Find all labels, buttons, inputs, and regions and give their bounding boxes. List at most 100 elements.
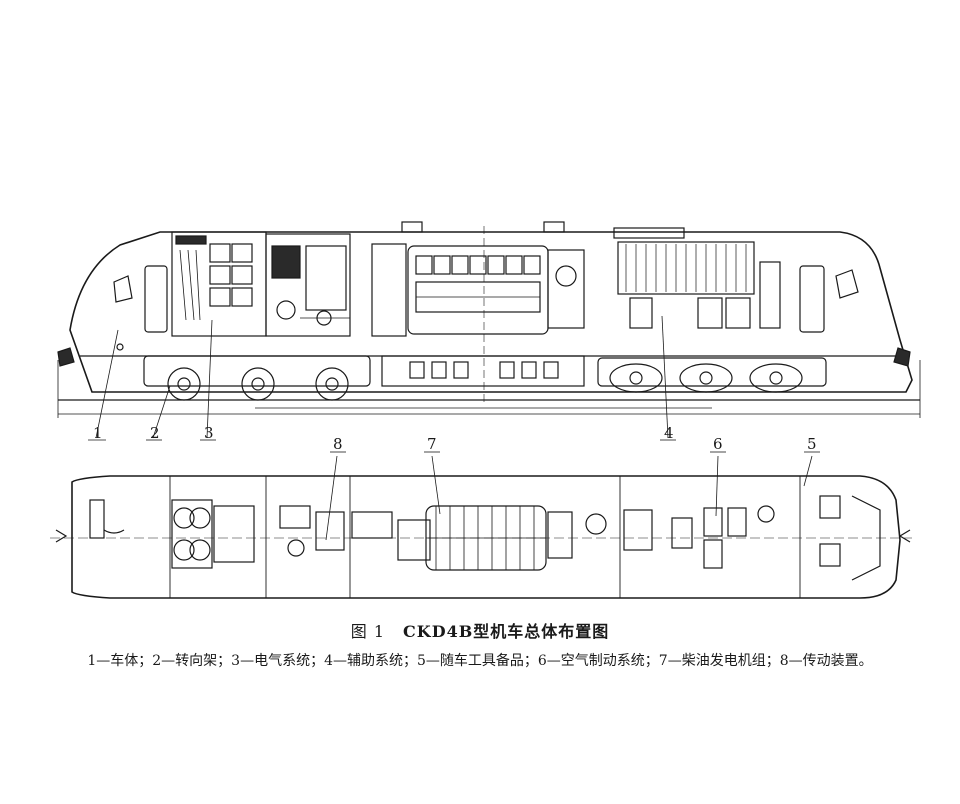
- plan-console-right: [851, 495, 881, 581]
- radiator: [617, 241, 755, 295]
- fuel-tank-outline: [381, 355, 585, 387]
- plan-transmission: [279, 505, 393, 557]
- turbo-wheel: [555, 265, 577, 287]
- plan-filter: [671, 517, 693, 549]
- plan-drive-unit: [351, 511, 393, 539]
- panel-b: [231, 243, 253, 263]
- cylinder-4: [469, 255, 487, 275]
- plan-blower-2: [189, 507, 211, 529]
- plan-view: 8 7 6 5: [50, 435, 912, 599]
- axle-front-1: [177, 377, 191, 391]
- plan-compressor: [585, 513, 607, 535]
- tank-box-4: [499, 361, 515, 379]
- cylinder-2: [433, 255, 451, 275]
- axle-rear-1: [629, 371, 643, 385]
- plan-turbocharger: [547, 511, 573, 559]
- brake-cabinet: [725, 297, 751, 329]
- brake-valve-unit: [697, 297, 723, 329]
- plan-electrical-cabinet: [171, 499, 255, 569]
- callout-5: 5: [807, 435, 817, 453]
- plan-left-cab: [55, 499, 125, 543]
- turbocharger: [547, 249, 585, 329]
- figure-legend: 1—车体；2—转向架；3—电气系统；4—辅助系统；5—随车工具备品；6—空气制动…: [87, 653, 873, 669]
- callout-4: 4: [664, 424, 674, 442]
- plan-brake-equipment: [585, 505, 775, 569]
- leader-3: [206, 319, 213, 439]
- exhaust-stack-right: [543, 221, 565, 233]
- cab-door-left: [144, 265, 168, 333]
- cab-door-right: [799, 265, 825, 333]
- axle-rear-3: [769, 371, 783, 385]
- panel-f: [231, 287, 253, 307]
- tank-box-5: [521, 361, 537, 379]
- axle-rear-2: [699, 371, 713, 385]
- leader-2: [152, 385, 171, 439]
- cooling-fan: [276, 300, 296, 320]
- plan-right-cab: [819, 495, 911, 581]
- plan-cabinet-box: [171, 499, 213, 569]
- plan-seat-right-1: [819, 495, 841, 519]
- tank-box-1: [409, 361, 425, 379]
- side-elevation-view: 1 2 3 4: [57, 221, 921, 442]
- plan-blower-1: [173, 507, 195, 529]
- cabinet-header: [175, 235, 207, 245]
- cab-window-left: [113, 275, 133, 303]
- cylinder-5: [487, 255, 505, 275]
- exhaust-stack-left: [401, 221, 423, 233]
- wheel-rear-1: [609, 363, 663, 393]
- coupler-plan-left: [55, 529, 68, 543]
- plan-brake-valve-2: [703, 539, 723, 569]
- wheel-front-1: [167, 367, 201, 401]
- cab-window-right: [835, 269, 859, 299]
- plan-shaft-end: [287, 539, 305, 557]
- callout-3: 3: [204, 424, 214, 442]
- bogie-front: [143, 355, 371, 401]
- axle-front-3: [325, 377, 339, 391]
- coupler-left: [57, 347, 75, 367]
- figure-title: 图 1 CKD4B型机车总体布置图: [0, 618, 960, 642]
- plan-brake-valve-1: [703, 507, 723, 537]
- plan-diesel-engine: [397, 505, 573, 571]
- figure-model-title: CKD4B型机车总体布置图: [403, 622, 610, 641]
- plan-aux-unit: [623, 509, 653, 551]
- generator: [371, 243, 407, 337]
- wheel-rear-3: [749, 363, 803, 393]
- panel-c: [209, 265, 231, 285]
- figure-number: 图 1: [350, 622, 386, 641]
- plan-blower-4: [189, 539, 211, 561]
- leader-1: [95, 329, 119, 439]
- cylinder-3: [451, 255, 469, 275]
- callout-1: 1: [93, 424, 103, 442]
- plan-blower-3: [173, 539, 195, 561]
- car-body-outline: [69, 231, 913, 393]
- cylinder-1: [415, 255, 433, 275]
- plan-callout-leaders: [325, 451, 820, 541]
- engine-block: [407, 245, 549, 335]
- left-cab: [57, 265, 168, 367]
- cab-console-left: [89, 499, 105, 539]
- plan-seat-right-2: [819, 543, 841, 567]
- leader-7: [431, 455, 441, 515]
- plan-brake-valve-3: [727, 507, 747, 537]
- plan-gearbox: [279, 505, 311, 529]
- rectifier-block: [271, 245, 301, 279]
- bogie-frame-front: [143, 355, 371, 387]
- wheel-front-2: [241, 367, 275, 401]
- side-callout-leaders: [88, 315, 676, 441]
- panel-a: [209, 243, 231, 263]
- callout-2: 2: [150, 424, 160, 442]
- headlight-left: [116, 343, 124, 351]
- callout-7: 7: [427, 435, 437, 453]
- diesel-engine: [371, 221, 585, 337]
- right-cab: [799, 265, 911, 367]
- tank-box-2: [431, 361, 447, 379]
- callout-6: 6: [713, 435, 723, 453]
- plan-control-box: [213, 505, 255, 563]
- tank-box-3: [453, 361, 469, 379]
- leader-8: [325, 455, 338, 541]
- plan-reservoir: [757, 505, 775, 523]
- radiator-fins: [625, 244, 747, 292]
- inverter-box: [305, 245, 347, 311]
- cabinet-wiring: [179, 249, 201, 321]
